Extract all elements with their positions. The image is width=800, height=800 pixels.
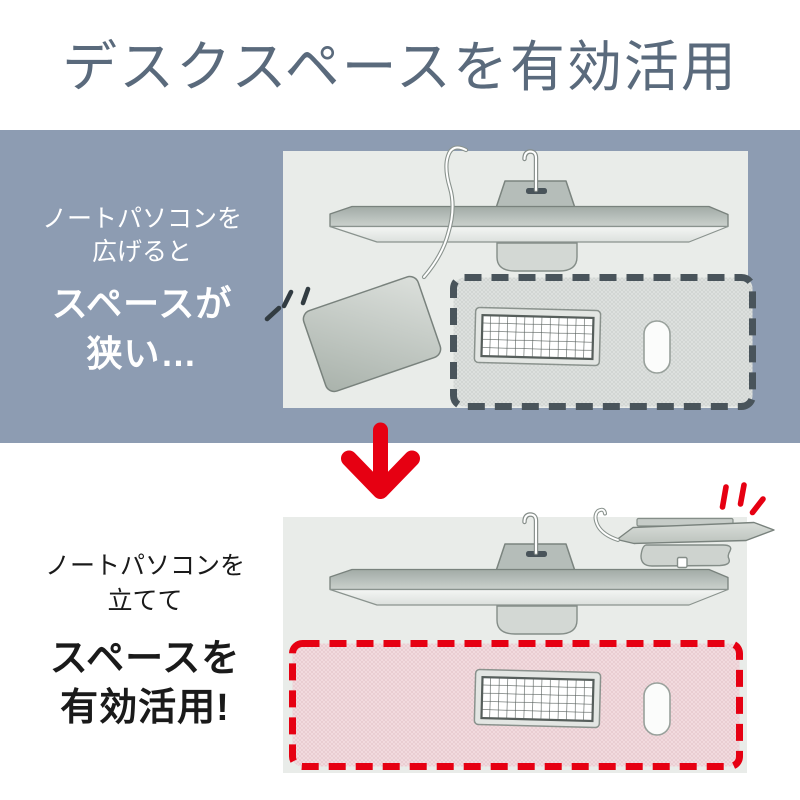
laptop-flat xyxy=(302,275,442,393)
emphasis-marks-red-icon xyxy=(719,482,766,516)
before-illustration xyxy=(264,145,756,410)
before-caption: ノートパソコンを 広げると スペースが 狭い… xyxy=(0,203,284,379)
after-headline-2: 有効活用! xyxy=(60,687,230,729)
down-arrow-icon xyxy=(341,422,420,499)
after-illustration xyxy=(283,482,775,773)
before-line-2: 広げると xyxy=(91,238,192,266)
after-line-1: ノートパソコンを xyxy=(44,552,245,580)
before-line-1: ノートパソコンを xyxy=(41,205,242,233)
laptop-upright xyxy=(593,507,775,569)
after-headline-1: スペースを xyxy=(49,638,241,680)
laptop-cable xyxy=(421,145,469,280)
page-title: デスクスペースを有効活用 xyxy=(62,36,738,98)
before-headline-1: スペースが xyxy=(51,283,233,324)
before-headline-2: 狭い… xyxy=(86,333,198,374)
after-caption: ノートパソコンを 立てて スペースを 有効活用! xyxy=(0,549,290,733)
emphasis-marks-dark-icon xyxy=(264,286,311,322)
after-line-2: 立てて xyxy=(107,587,183,615)
